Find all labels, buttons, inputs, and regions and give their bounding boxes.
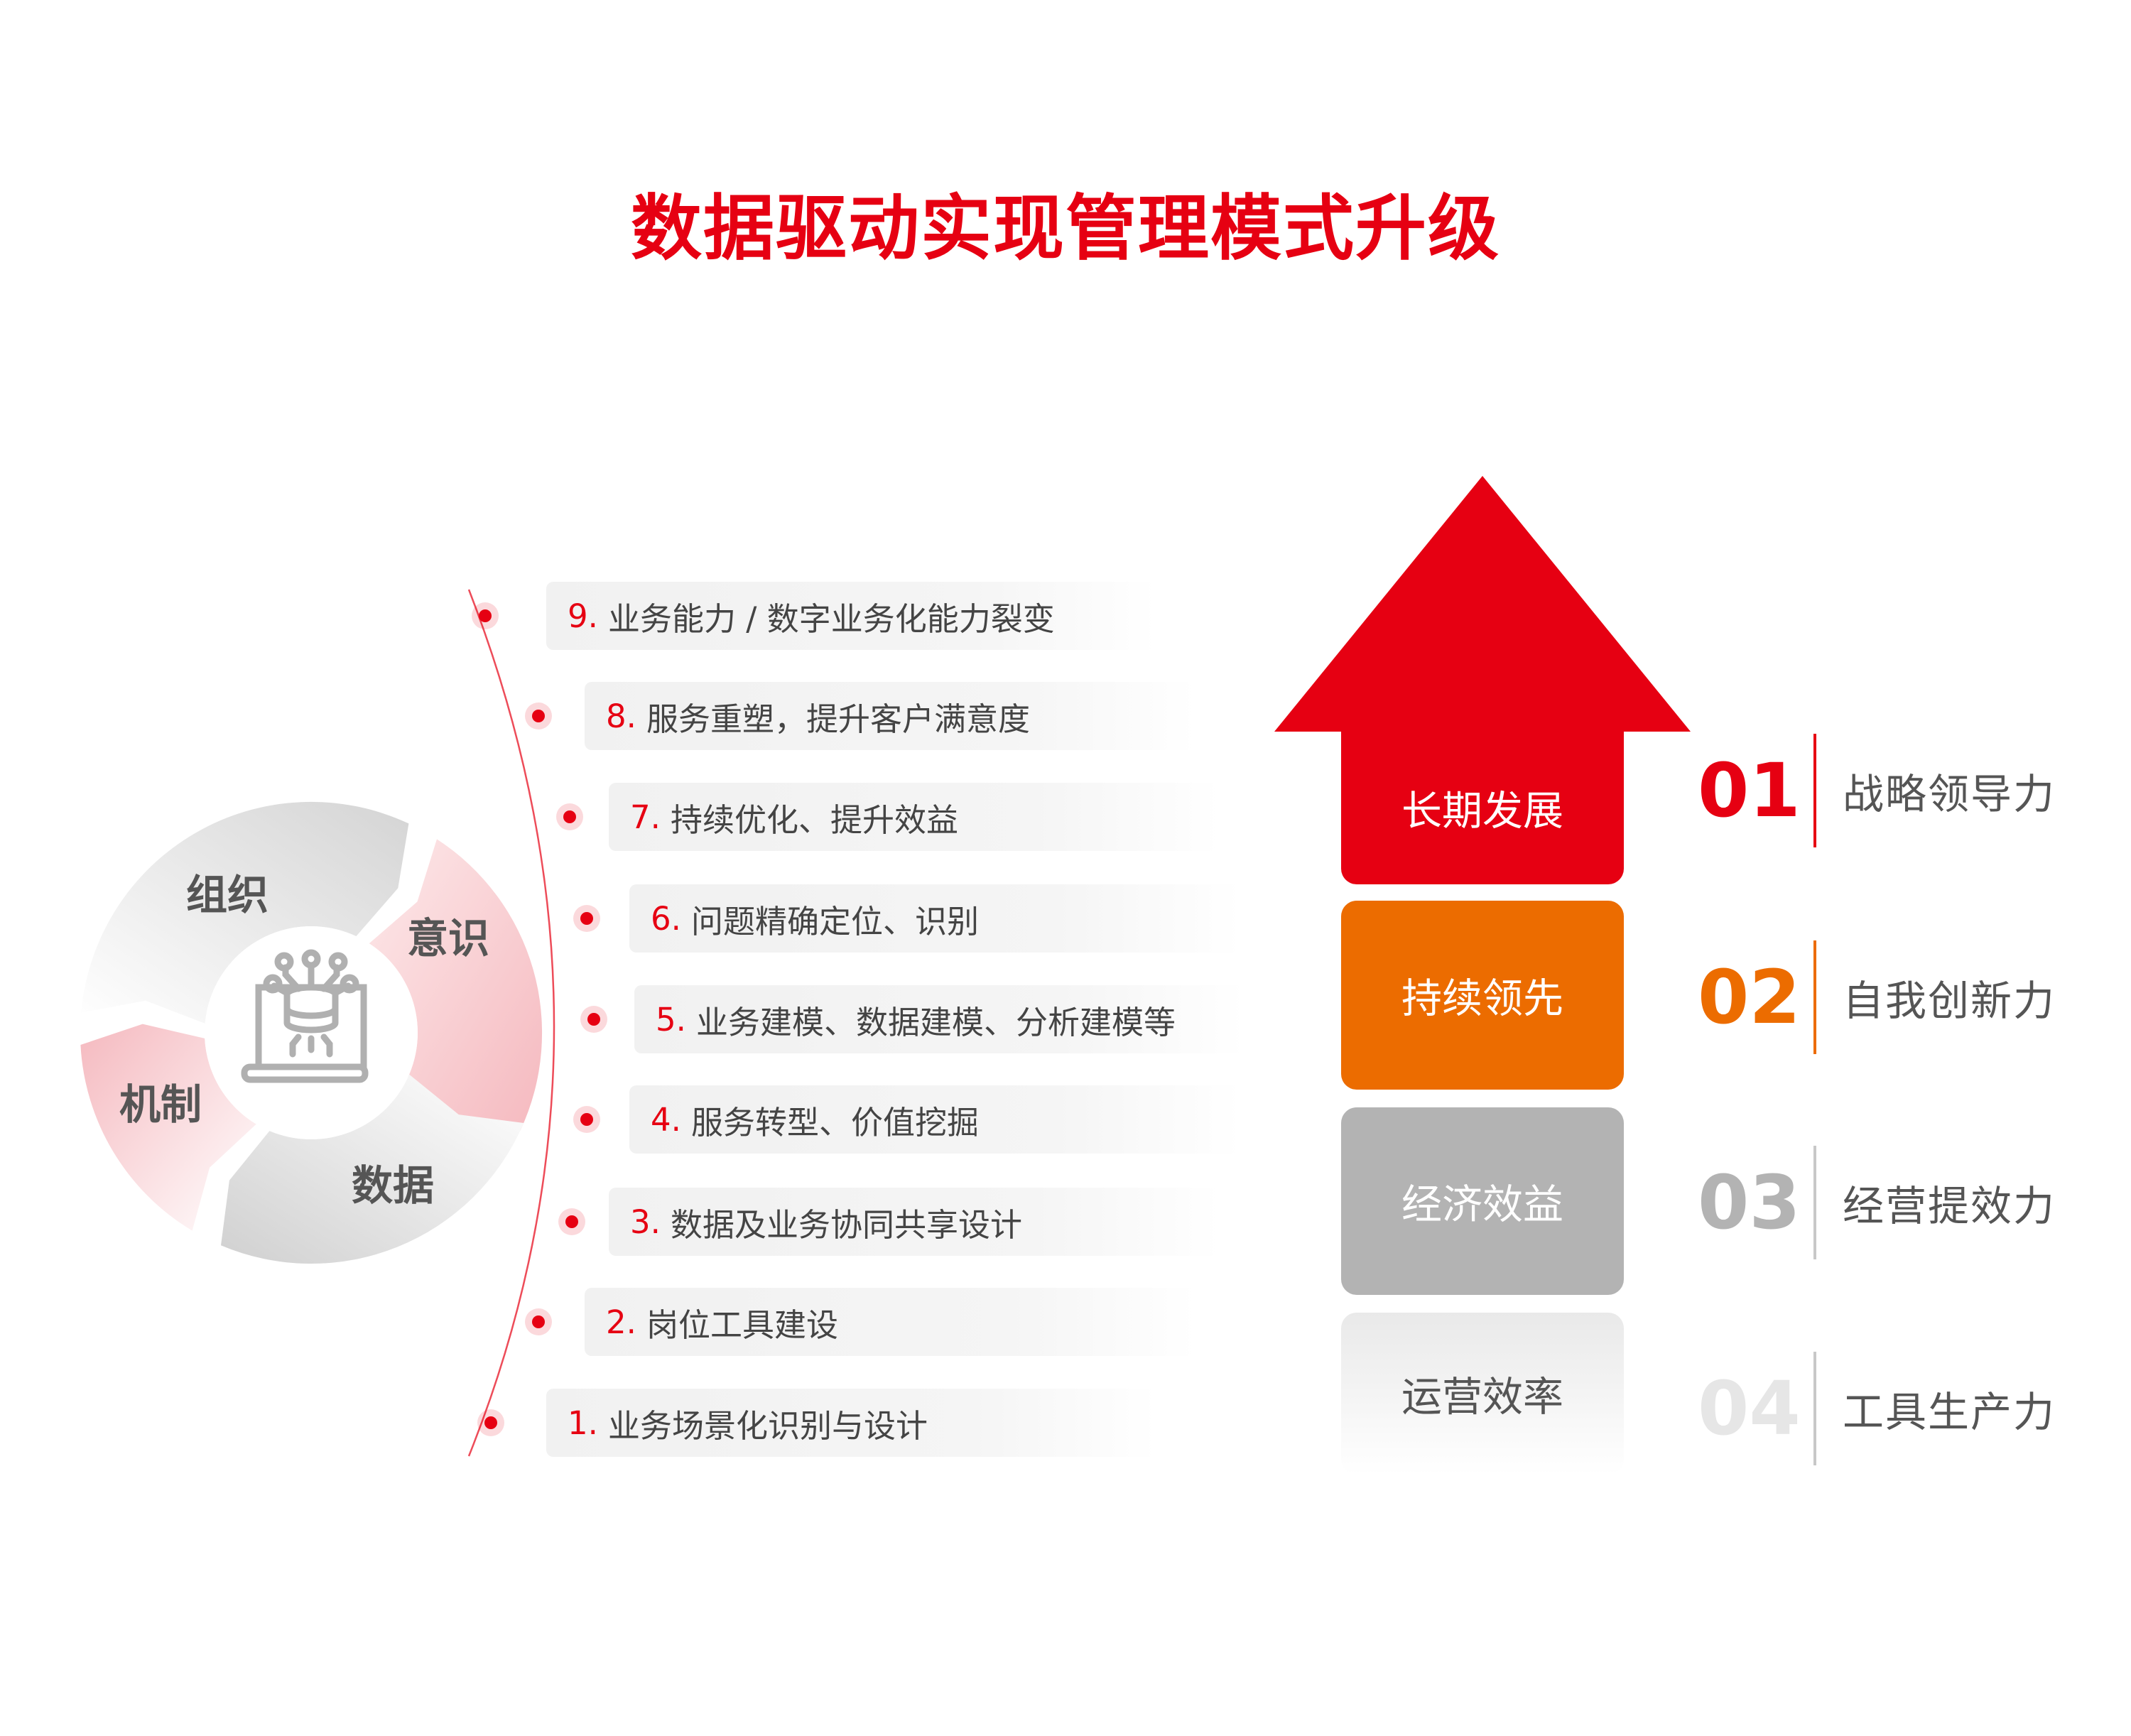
cycle-label-awareness: 意识 [406,914,490,962]
laptop-database-icon [241,949,369,1083]
level-label: 战略领导力 [1843,770,2056,818]
level-divider [1813,940,1816,1054]
step-dot [479,609,492,622]
step-text: 业务场景化识别与设计 [607,1406,928,1445]
step-number: 2. [606,1303,636,1341]
step-text: 岗位工具建设 [646,1306,838,1344]
level-number: 02 [1698,954,1801,1041]
page-title: 数据驱动实现管理模式升级 [631,187,1500,270]
step-text: 服务转型、价值挖掘 [690,1103,979,1141]
step-number: 4. [651,1100,681,1139]
step-text: 业务能力 / 数字业务化能力裂变 [607,600,1055,638]
level-number: 01 [1698,747,1801,834]
step-item: 7.持续优化、提升效益 [609,783,1220,851]
level-label: 工具生产力 [1843,1388,2056,1436]
cycle-label-organization: 组织 [185,871,269,919]
level-box-leading: 持续领先 [1341,901,1624,1090]
step-dot [563,810,576,823]
step-item: 2. 岗位工具建设 [585,1288,1195,1356]
step-number: 7. [630,798,661,836]
step-item: 5.业务建模、数据建模、分析建模等 [634,985,1245,1053]
cycle-segment-mechanism [80,1024,256,1231]
step-item: 8. 服务重塑，提升客户满意度 [585,682,1195,750]
step-item: 3.数据及业务协同共享设计 [609,1188,1220,1256]
step-number: 5. [656,1000,686,1038]
step-dot [484,1416,497,1429]
level-number: 04 [1698,1365,1801,1452]
level-divider [1813,1146,1816,1259]
step-number: 3. [630,1203,661,1241]
step-text: 持续优化、提升效益 [670,801,958,839]
level-label: 自我创新力 [1843,977,2056,1025]
level-label: 经营提效力 [1843,1182,2056,1230]
step-dot [580,912,593,925]
step-text: 服务重塑，提升客户满意度 [646,700,1030,738]
cycle-segment-data [221,1074,524,1264]
step-item: 9.业务能力 / 数字业务化能力裂变 [546,582,1157,650]
step-text: 数据及业务协同共享设计 [670,1205,1022,1244]
level-divider [1813,1352,1816,1465]
timeline-curve [467,589,555,1457]
level-box-economic: 经济效益 [1341,1107,1624,1295]
step-dot [580,1113,593,1126]
step-dot [532,710,545,722]
level-box-long-term: 长期发展 [1341,730,1624,884]
cycle-label-mechanism: 机制 [119,1080,202,1129]
level-box-operation: 运营效率 [1341,1313,1624,1475]
step-text: 业务建模、数据建模、分析建模等 [695,1003,1176,1041]
step-item: 6.问题精确定位、识别 [629,884,1240,953]
cycle-segment-organization [81,801,409,1024]
step-number: 9. [568,597,598,635]
step-number: 8. [606,697,636,735]
cycle-label-data: 数据 [351,1161,435,1210]
step-item: 1.业务场景化识别与设计 [546,1389,1157,1457]
level-number: 03 [1698,1159,1801,1246]
step-item: 4.服务转型、价值挖掘 [629,1085,1240,1154]
step-number: 6. [651,899,681,938]
level-divider [1813,734,1816,847]
step-number: 1. [568,1404,598,1442]
step-text: 问题精确定位、识别 [690,902,979,940]
step-dot [565,1215,578,1228]
cycle-segment-awareness [369,839,543,1131]
step-dot [532,1315,545,1328]
step-dot [587,1013,600,1026]
